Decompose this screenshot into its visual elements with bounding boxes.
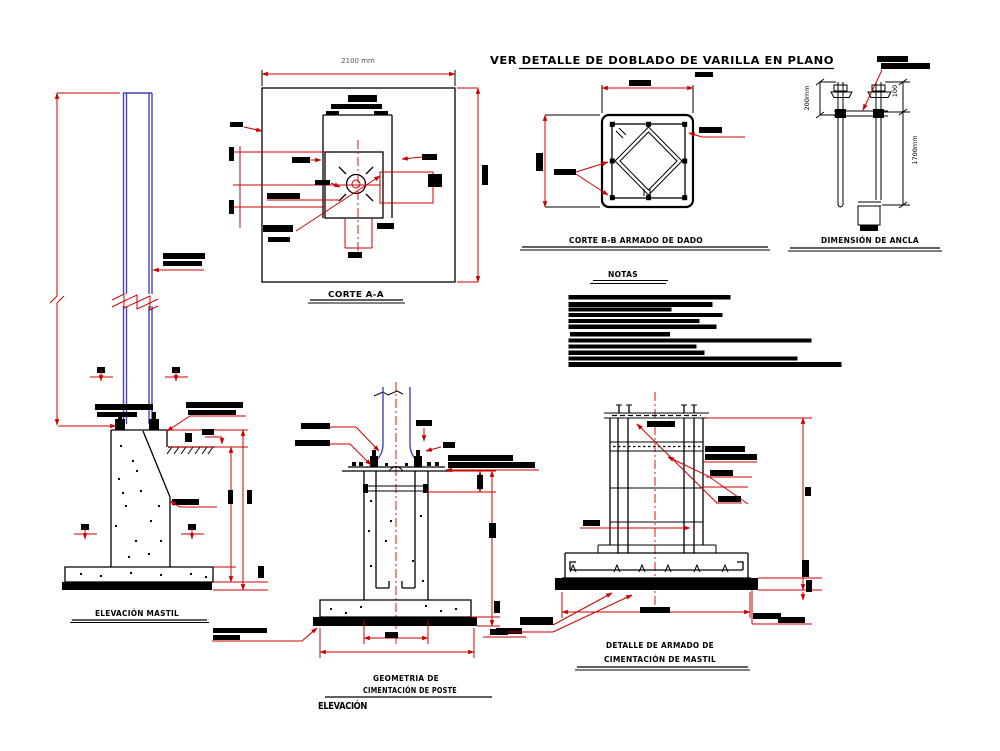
caption-corte-bb: CORTE B-B ARMADO DE DADO [520,236,770,251]
rebar-corner-dots [609,121,688,201]
dimension-label-2100mm: 2100 mm [341,57,375,65]
pedestal-plan [229,111,393,258]
ancla-dimensions: 200mm 100 1700mm [803,78,919,209]
break-line [111,293,159,304]
pedestal-geometry [313,471,477,626]
mast-column [111,92,159,424]
footing-rebar [555,552,758,590]
notas-heading: NOTAS [608,270,638,279]
redacted-note-line [568,319,700,323]
redacted-note-line [568,307,672,312]
redacted-note-line [568,362,842,367]
view-caption-elevacion-mastil: ELEVACIÓN MASTIL [95,607,179,618]
dim-right-aa [457,87,488,283]
break-line [111,300,159,311]
dim-2100mm: 2100 mm [261,57,456,86]
view-corte-aa: 2100 mm [229,57,488,304]
view-corte-bb: CORTE B-B ARMADO DE DADO [520,80,770,251]
concrete-pedestal [62,429,215,590]
notas-redacted-lines [568,295,842,367]
notas-section: NOTAS [568,270,842,367]
diagonal-ties [614,126,683,196]
concrete-stipple [330,500,457,614]
view-geometria-poste: GEOMETRIA DE CIMENTACIÓN DE POSTE ELEVAC… [295,382,539,712]
view-caption-detalle-line1: DETALLE DE ARMADO DE [606,641,714,650]
caption-elevacion: ELEVACIÓN MASTIL [70,607,209,623]
redacted-note-line [568,338,812,343]
view-detalle-mastil: DETALLE DE ARMADO DE CIMENTACIÓN DE MAST… [490,392,822,671]
redacted-note-line [570,332,670,337]
caption-ancla: DIMENSIÓN DE ANCLA [788,234,942,252]
redacted-annotations-aa [230,95,442,258]
redacted-note-line [568,350,705,355]
redacted-note-line [568,313,723,317]
view-caption-geometria-line1: GEOMETRIA DE [373,674,439,683]
pedestal-dimensions [167,429,268,591]
pedestal-rebar-cage [597,404,717,553]
pole [372,387,421,464]
view-caption-geometria-line2: CIMENTACIÓN DE POSTE [363,684,457,695]
view-caption-corte-aa: CORTE A-A [328,290,385,299]
redacted-note-line [568,302,713,307]
caption-corte-aa: CORTE A-A [308,290,405,304]
view-dimension-ancla: 200mm 100 1700mm DIMENSIÓN DE ANCLA [788,56,942,252]
view-caption-dimension-ancla: DIMENSIÓN DE ANCLA [821,234,919,245]
redacted-annotations-bb [554,127,745,196]
redacted-note-line [568,324,717,329]
redacted-annotations-ancla [862,56,930,111]
view-caption-detalle-line2: CIMENTACIÓN DE MASTIL [604,653,716,664]
redacted-text-bar [695,72,713,77]
dimensions-geometria [319,470,526,658]
redacted-note-line [568,356,798,361]
anchor-bolt-marks [338,166,374,202]
redacted-annotations-detalle [490,421,812,635]
pole-break-line [373,390,404,397]
concrete-stipple [80,445,207,578]
redacted-note-line [568,344,697,349]
dado-outline [600,113,695,209]
redacted-annotations-geometria [295,420,539,473]
dim-bb [536,80,694,208]
sheet-title-text: VER DETALLE DE DOBLADO DE VARILLA EN PLA… [490,54,834,67]
view-caption-corte-bb: CORTE B-B ARMADO DE DADO [569,236,703,245]
anchor-rods [830,82,892,231]
dimensions-detalle [561,417,822,618]
plumb-symbols [74,367,204,539]
smudged-stamp-text: ELEVACIÓN [318,700,367,712]
redacted-annotations [58,253,318,642]
dimension-label-100: 100 [891,85,899,97]
leader-box [379,171,434,204]
redacted-note-line [568,295,731,300]
dimension-label-200mm: 200mm [803,85,811,110]
caption-detalle: DETALLE DE ARMADO DE CIMENTACIÓN DE MAST… [575,641,750,671]
dimension-label-1700mm: 1700mm [911,135,919,164]
sheet-title: VER DETALLE DE DOBLADO DE VARILLA EN PLA… [490,54,834,77]
caption-geometria: GEOMETRIA DE CIMENTACIÓN DE POSTE ELEVAC… [318,674,492,712]
mast-height-dimension [49,92,120,426]
base-plate-assembly [342,450,452,472]
view-elevacion-mastil: ELEVACIÓN MASTIL [49,92,318,642]
